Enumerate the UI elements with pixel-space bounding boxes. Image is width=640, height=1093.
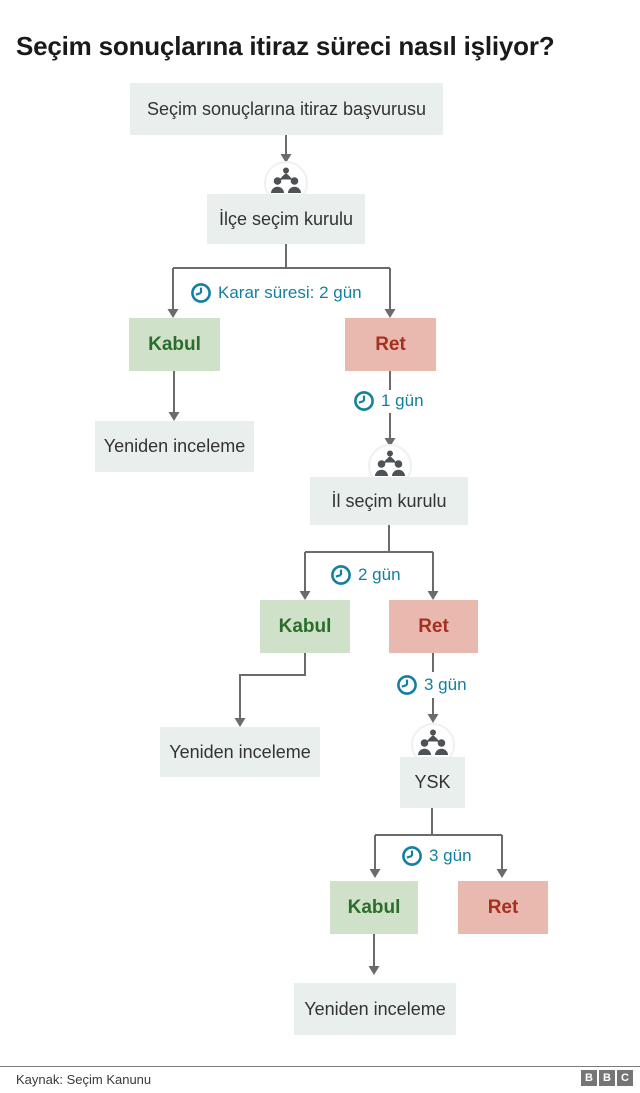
- duration-one-day-label: 1 gün: [381, 391, 424, 410]
- accept-label: Kabul: [148, 333, 201, 355]
- clock-icon: [402, 846, 422, 866]
- node-start-label: Seçim sonuçlarına itiraz başvurusu: [146, 98, 427, 119]
- node-start: Seçim sonuçlarına itiraz başvurusu: [130, 83, 443, 135]
- node-reject-3: Ret: [458, 881, 548, 934]
- footer-divider: [0, 1066, 640, 1067]
- review-label: Yeniden inceleme: [169, 741, 311, 762]
- reject-label: Ret: [487, 896, 519, 918]
- review-label: Yeniden inceleme: [304, 998, 446, 1019]
- node-provincial-board: İl seçim kurulu: [310, 477, 468, 525]
- people-group-icon: [271, 167, 301, 193]
- bbc-logo-block: B: [599, 1070, 615, 1086]
- node-district-board-label: İlçe seçim kurulu: [218, 208, 354, 229]
- node-review-1: Yeniden inceleme: [95, 421, 254, 472]
- people-group-icon: [418, 729, 448, 755]
- page-title: Seçim sonuçlarına itiraz süreci nasıl iş…: [16, 31, 555, 62]
- accept-label: Kabul: [278, 615, 332, 637]
- node-supreme-board: YSK: [400, 757, 465, 808]
- bbc-logo: B B C: [581, 1070, 633, 1086]
- bbc-logo-block: B: [581, 1070, 597, 1086]
- arrowheads: [167, 154, 508, 975]
- node-reject-1: Ret: [345, 318, 436, 371]
- connector-lines: [172, 135, 503, 966]
- duration-three-days-final: 3 gün: [401, 845, 472, 867]
- accept-label: Kabul: [347, 896, 401, 918]
- duration-three-days-label: 3 gün: [424, 675, 467, 694]
- node-accept-1: Kabul: [129, 318, 220, 371]
- node-accept-2: Kabul: [260, 600, 350, 653]
- source-credit: Kaynak: Seçim Kanunu: [16, 1072, 152, 1087]
- duration-decision: Karar süresi: 2 gün: [190, 282, 362, 304]
- clock-icon: [354, 391, 374, 411]
- bbc-logo-block: C: [617, 1070, 633, 1086]
- node-district-board: İlçe seçim kurulu: [207, 194, 365, 244]
- node-accept-3: Kabul: [330, 881, 418, 934]
- clock-icon: [397, 675, 417, 695]
- duration-decision-label: Karar süresi: 2 gün: [218, 283, 362, 302]
- node-reject-2: Ret: [389, 600, 478, 653]
- reject-label: Ret: [418, 615, 449, 637]
- node-review-3: Yeniden inceleme: [294, 983, 456, 1035]
- people-group-icon: [375, 450, 405, 476]
- node-provincial-board-label: İl seçim kurulu: [331, 490, 447, 511]
- clock-icon: [191, 283, 211, 303]
- reject-label: Ret: [375, 333, 406, 355]
- node-review-2: Yeniden inceleme: [160, 727, 320, 777]
- duration-two-days-label: 2 gün: [358, 565, 401, 584]
- duration-three-days-label: 3 gün: [429, 846, 472, 865]
- duration-two-days: 2 gün: [330, 564, 401, 586]
- duration-three-days-ysk: 3 gün: [396, 674, 467, 696]
- duration-one-day: 1 gün: [353, 390, 424, 412]
- review-label: Yeniden inceleme: [103, 436, 246, 456]
- clock-icon: [331, 565, 351, 585]
- node-supreme-board-label: YSK: [414, 772, 451, 792]
